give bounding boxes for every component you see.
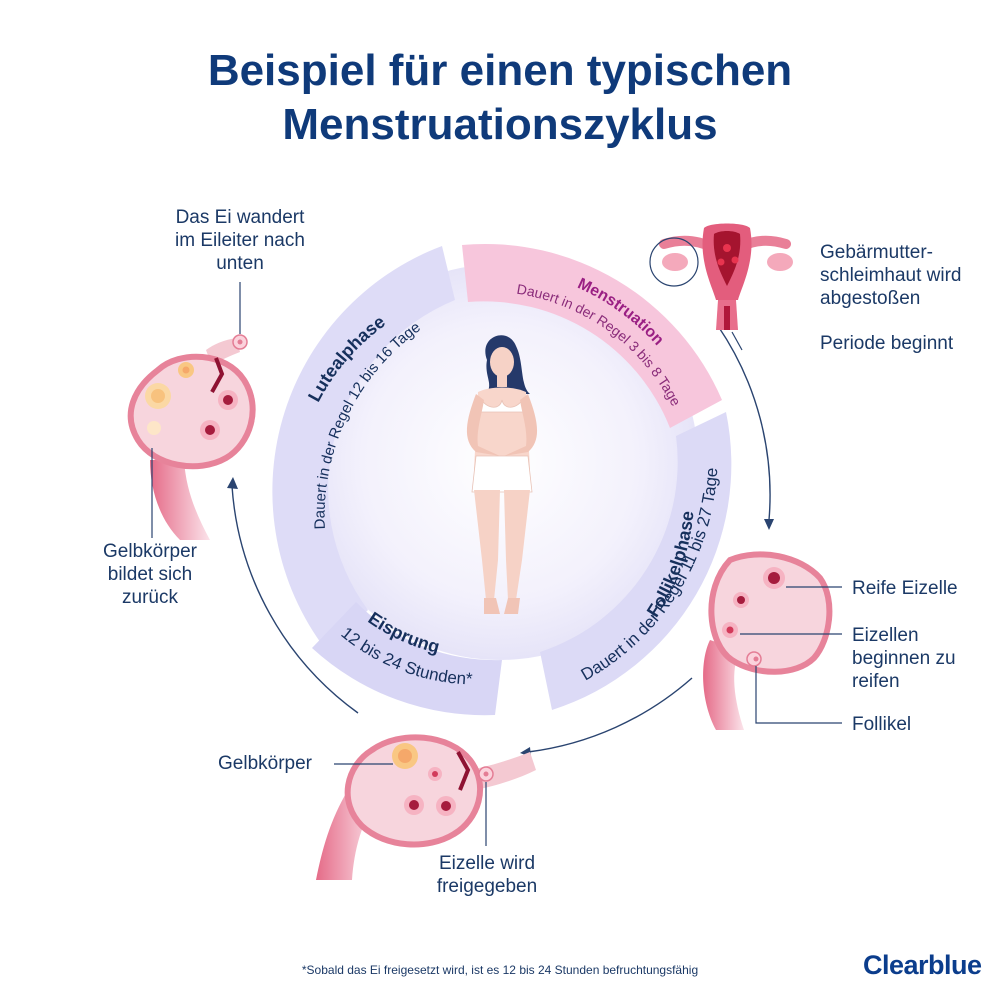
eisprung-band — [312, 602, 502, 716]
clearblue-logo: Clearblue — [863, 950, 982, 980]
follicle-pointers — [740, 586, 842, 724]
label-periode: Periode beginnt — [820, 333, 954, 354]
cycle-arrows — [231, 325, 771, 753]
menstruation-band — [462, 243, 722, 428]
ovary-follicle-illustration — [703, 551, 833, 730]
footnote: *Sobald das Ei freigesetzt wird, ist es … — [301, 963, 699, 977]
title-line-1: Beispiel für einen typischen — [207, 46, 793, 95]
label-follikel: Follikel — [852, 714, 912, 735]
label-gelbkoerper: Gelbkörper — [218, 753, 312, 774]
title-line-2: Menstruationszyklus — [282, 100, 718, 149]
ovary-luteal-illustration — [127, 334, 256, 540]
luteal-pointers — [151, 282, 241, 538]
label-ei-wandert: Das Ei wandert im Eileiter nach unten — [175, 207, 305, 274]
label-uterus: Gebärmutter- schleimhaut wird abgestoßen — [820, 242, 962, 309]
label-reife-eizelle: Reife Eizelle — [852, 578, 958, 599]
uterus-pointer — [731, 331, 743, 351]
follikelphase-band — [540, 412, 732, 710]
label-gelbkoerper-rueck: Gelbkörper bildet sich zurück — [103, 541, 197, 608]
ovulation-pointers — [334, 763, 487, 846]
phase-ring — [272, 243, 732, 716]
woman-illustration — [466, 335, 538, 614]
page-title: Beispiel für einen typischen Menstruatio… — [0, 44, 1000, 152]
label-eizellen-reifen: Eizellen beginnen zu reifen — [852, 625, 956, 692]
label-eizelle-freigegeben: Eizelle wird freigegeben — [436, 853, 538, 897]
lutealphase-band — [272, 246, 455, 650]
uterus-illustration — [649, 223, 793, 330]
